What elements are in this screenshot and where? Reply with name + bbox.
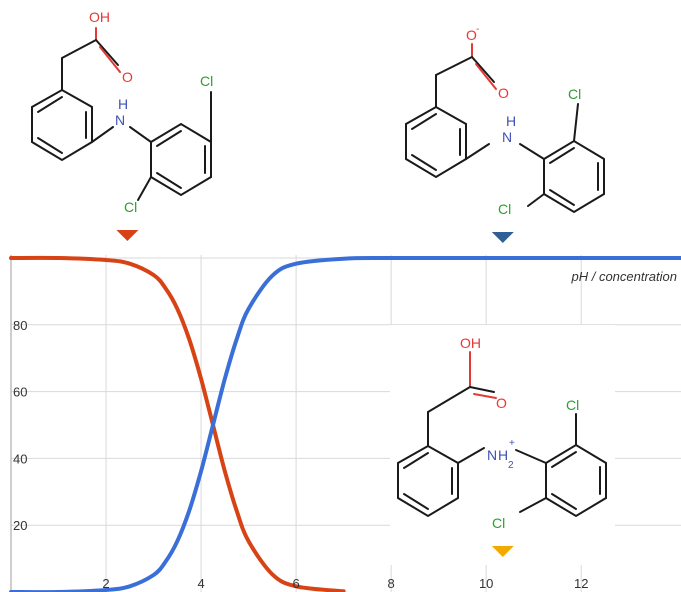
atom-label: O (496, 395, 507, 411)
atom-label: H (498, 447, 508, 463)
x-tick-label: 4 (197, 576, 204, 591)
atom-label: N (487, 447, 497, 463)
series-layer (9, 255, 681, 592)
x-tick-label: 8 (388, 576, 395, 591)
y-tick-label: 40 (13, 451, 27, 466)
atom-subscript: 2 (508, 460, 514, 471)
atom-label: O (498, 85, 509, 101)
species-marker-2 (491, 232, 514, 243)
molecule-anion: O - O H N Cl Cl (405, 24, 605, 217)
x-tick-label: 12 (574, 576, 588, 591)
molecule-cation: OH O N H + 2 Cl Cl (390, 325, 615, 565)
atom-label: Cl (200, 73, 213, 89)
atom-label: H (506, 113, 516, 129)
atom-label: OH (89, 9, 110, 25)
x-tick-label: 10 (479, 576, 493, 591)
y-tick-label: 20 (13, 518, 27, 533)
species-marker-1 (116, 230, 139, 241)
atom-label: Cl (566, 397, 579, 413)
atom-label: O (122, 69, 133, 85)
atom-label: OH (460, 335, 481, 351)
atom-charge: + (509, 438, 515, 449)
atom-label: N (502, 129, 512, 145)
x-tick-label: 6 (292, 576, 299, 591)
tick-labels: 2 4 6 8 10 12 20 40 60 80 (13, 318, 588, 591)
atom-label: Cl (568, 86, 581, 102)
axis-annotation: pH / concentration (570, 269, 677, 284)
atom-label: O (466, 27, 477, 43)
molecule-neutral: OH O H N Cl Cl (31, 9, 213, 215)
y-tick-label: 80 (13, 318, 27, 333)
atom-label: N (115, 112, 125, 128)
atom-label: Cl (492, 515, 505, 531)
atom-charge: - (476, 24, 479, 35)
atom-label: Cl (498, 201, 511, 217)
species-marker-3 (491, 546, 514, 557)
atom-label: H (118, 96, 128, 112)
species-markers (116, 230, 514, 557)
series-line-2 (9, 255, 681, 592)
atom-label: Cl (124, 199, 137, 215)
series-line-1 (9, 255, 346, 592)
x-tick-label: 2 (102, 576, 109, 591)
y-tick-label: 60 (13, 385, 27, 400)
